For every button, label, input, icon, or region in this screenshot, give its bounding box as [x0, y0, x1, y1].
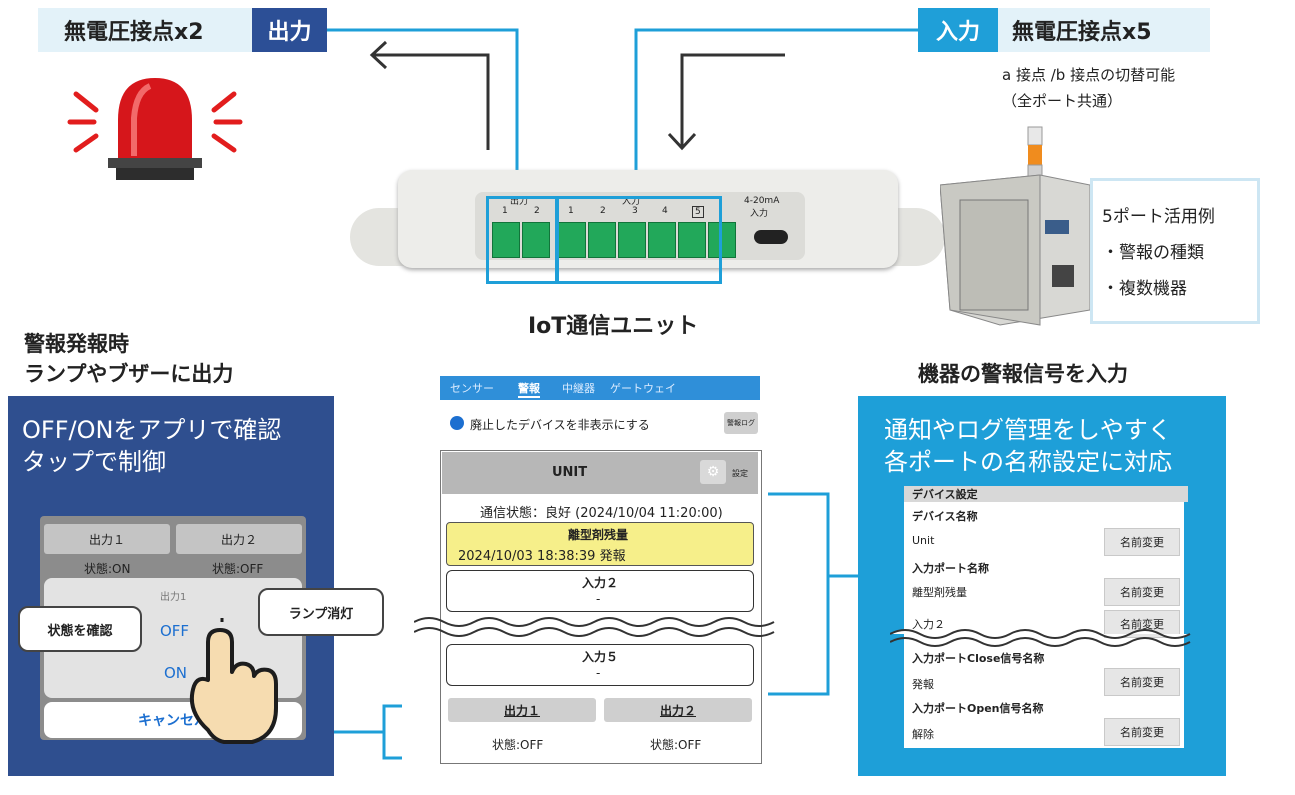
input-label-strip — [998, 8, 1210, 52]
out-highlight-frame — [486, 196, 558, 284]
phone-state-on: 状態:ON — [84, 562, 131, 576]
app-out2-button[interactable]: 出力２ — [604, 698, 752, 722]
phone-out1-button[interactable]: 出力１ — [44, 524, 170, 554]
terminal-in-6 — [708, 222, 736, 258]
rename-button-close[interactable]: 名前変更 — [1104, 668, 1180, 696]
in-port-5: 5 — [692, 206, 704, 218]
wave-break-center — [414, 617, 775, 637]
port2-name: 入力２ — [912, 618, 945, 631]
in-highlight-frame — [556, 196, 722, 284]
bubble-check-state: 状態を確認 — [18, 606, 142, 652]
settings-label[interactable]: 設定 — [732, 469, 748, 478]
rename-button-port1[interactable]: 名前変更 — [1104, 578, 1180, 606]
input-tag: 入力 — [918, 8, 998, 52]
rename-button-open[interactable]: 名前変更 — [1104, 718, 1180, 746]
bubble-lamp-off: ランプ消灯 — [258, 588, 384, 636]
rename-button-unit[interactable]: 名前変更 — [1104, 528, 1180, 556]
close-signal-label: 入力ポートClose信号名称 — [912, 652, 1045, 665]
close-signal-value: 発報 — [912, 678, 934, 691]
input5-title: 入力５ — [582, 650, 619, 664]
alarm-card-detail: 2024/10/03 18:38:39 発報 — [458, 549, 626, 564]
warning-lamp-icon — [67, 78, 243, 180]
tab-sensor[interactable]: センサー — [450, 382, 494, 395]
app-out2-state: 状態:OFF — [650, 738, 702, 752]
terminal-in-2 — [588, 222, 616, 258]
in-port-2: 2 — [600, 206, 606, 216]
alarm-log-button[interactable]: 警報ログ — [724, 412, 758, 434]
input5-value: - — [596, 666, 601, 680]
example-title: 5ポート活用例 — [1102, 207, 1215, 227]
terminal-out-1 — [492, 222, 520, 258]
port-name-label: 入力ポート名称 — [912, 562, 989, 575]
out-group-label: 出力 — [510, 197, 529, 207]
input5-card — [446, 644, 754, 686]
out-port-1: 1 — [502, 206, 508, 216]
left-heading-2: ランプやブザーに出力 — [24, 362, 234, 386]
option-on[interactable]: ON — [164, 664, 188, 682]
gear-icon[interactable]: ⚙ — [700, 460, 726, 484]
analog-label: 4-20mA — [744, 196, 780, 206]
device-name: IoT通信ユニット — [528, 314, 699, 339]
in-group-label: 入力 — [622, 197, 641, 207]
left-panel-line-2: タップで制御 — [22, 448, 166, 476]
settings-title: デバイス設定 — [904, 486, 1188, 502]
example-item-2: ・複数機器 — [1102, 279, 1187, 299]
comm-status: 通信状態：良好 (2024/10/04 11:20:00) — [480, 506, 723, 521]
unit-title: UNIT — [552, 465, 588, 480]
tab-alarm[interactable]: 警報 — [518, 380, 540, 398]
output-tag: 出力 — [252, 8, 327, 52]
output-contact-label: 無電圧接点x2 — [64, 20, 204, 45]
ab-switch-note: a 接点 /b 接点の切替可能 — [1002, 66, 1176, 84]
app-out1-button[interactable]: 出力１ — [448, 698, 596, 722]
tab-relay[interactable]: 中継器 — [562, 382, 595, 395]
phone-state-off: 状態:OFF — [212, 562, 264, 576]
input2-title: 入力２ — [582, 576, 619, 590]
right-heading: 機器の警報信号を入力 — [918, 362, 1128, 386]
terminal-in-5 — [678, 222, 706, 258]
hide-checkbox[interactable] — [450, 416, 464, 430]
tab-gateway[interactable]: ゲートウェイ — [610, 382, 676, 395]
machine-cabinet-icon — [940, 126, 1090, 326]
in-port-4: 4 — [662, 206, 668, 216]
action-sheet-title: 出力1 — [160, 592, 187, 603]
app-tabbar — [440, 376, 760, 400]
alarm-card-title: 離型剤残量 — [568, 528, 629, 542]
usb-port — [754, 230, 788, 244]
app-out1-state: 状態:OFF — [492, 738, 544, 752]
alarm-card — [446, 522, 754, 566]
open-signal-value: 解除 — [912, 728, 934, 741]
example-box — [1090, 178, 1260, 324]
hide-label: 廃止したデバイスを非表示にする — [470, 418, 650, 432]
all-ports-note: （全ポート共通） — [1002, 92, 1123, 110]
right-panel-line-2: 各ポートの名称設定に対応 — [884, 448, 1172, 476]
left-heading-1: 警報発報時 — [24, 332, 129, 356]
terminal-in-3 — [618, 222, 646, 258]
out-port-2: 2 — [534, 206, 540, 216]
input2-value: - — [596, 592, 601, 606]
analog-sub: 入力 — [750, 209, 769, 219]
open-signal-label: 入力ポートOpen信号名称 — [912, 702, 1044, 715]
left-panel-line-1: OFF/ONをアプリで確認 — [22, 416, 282, 444]
iot-device: 出力 1 2 入力 1 2 3 4 5 4-20mA 入力 — [350, 170, 945, 284]
tap-hand-icon — [189, 618, 278, 744]
in-port-3: 3 — [632, 206, 638, 216]
wave-break-right — [890, 629, 1191, 647]
input2-card — [446, 570, 754, 612]
option-off[interactable]: OFF — [160, 622, 190, 640]
terminal-out-2 — [522, 222, 550, 258]
in-port-1: 1 — [568, 206, 574, 216]
port1-name: 離型剤残量 — [912, 586, 967, 599]
phone-out2-button[interactable]: 出力２ — [176, 524, 302, 554]
unit-name: Unit — [912, 534, 935, 547]
device-name-label: デバイス名称 — [912, 510, 978, 523]
terminal-in-4 — [648, 222, 676, 258]
right-panel-line-1: 通知やログ管理をしやすく — [884, 416, 1172, 444]
input-contact-label: 無電圧接点x5 — [1012, 20, 1152, 45]
example-item-1: ・警報の種類 — [1102, 243, 1204, 263]
